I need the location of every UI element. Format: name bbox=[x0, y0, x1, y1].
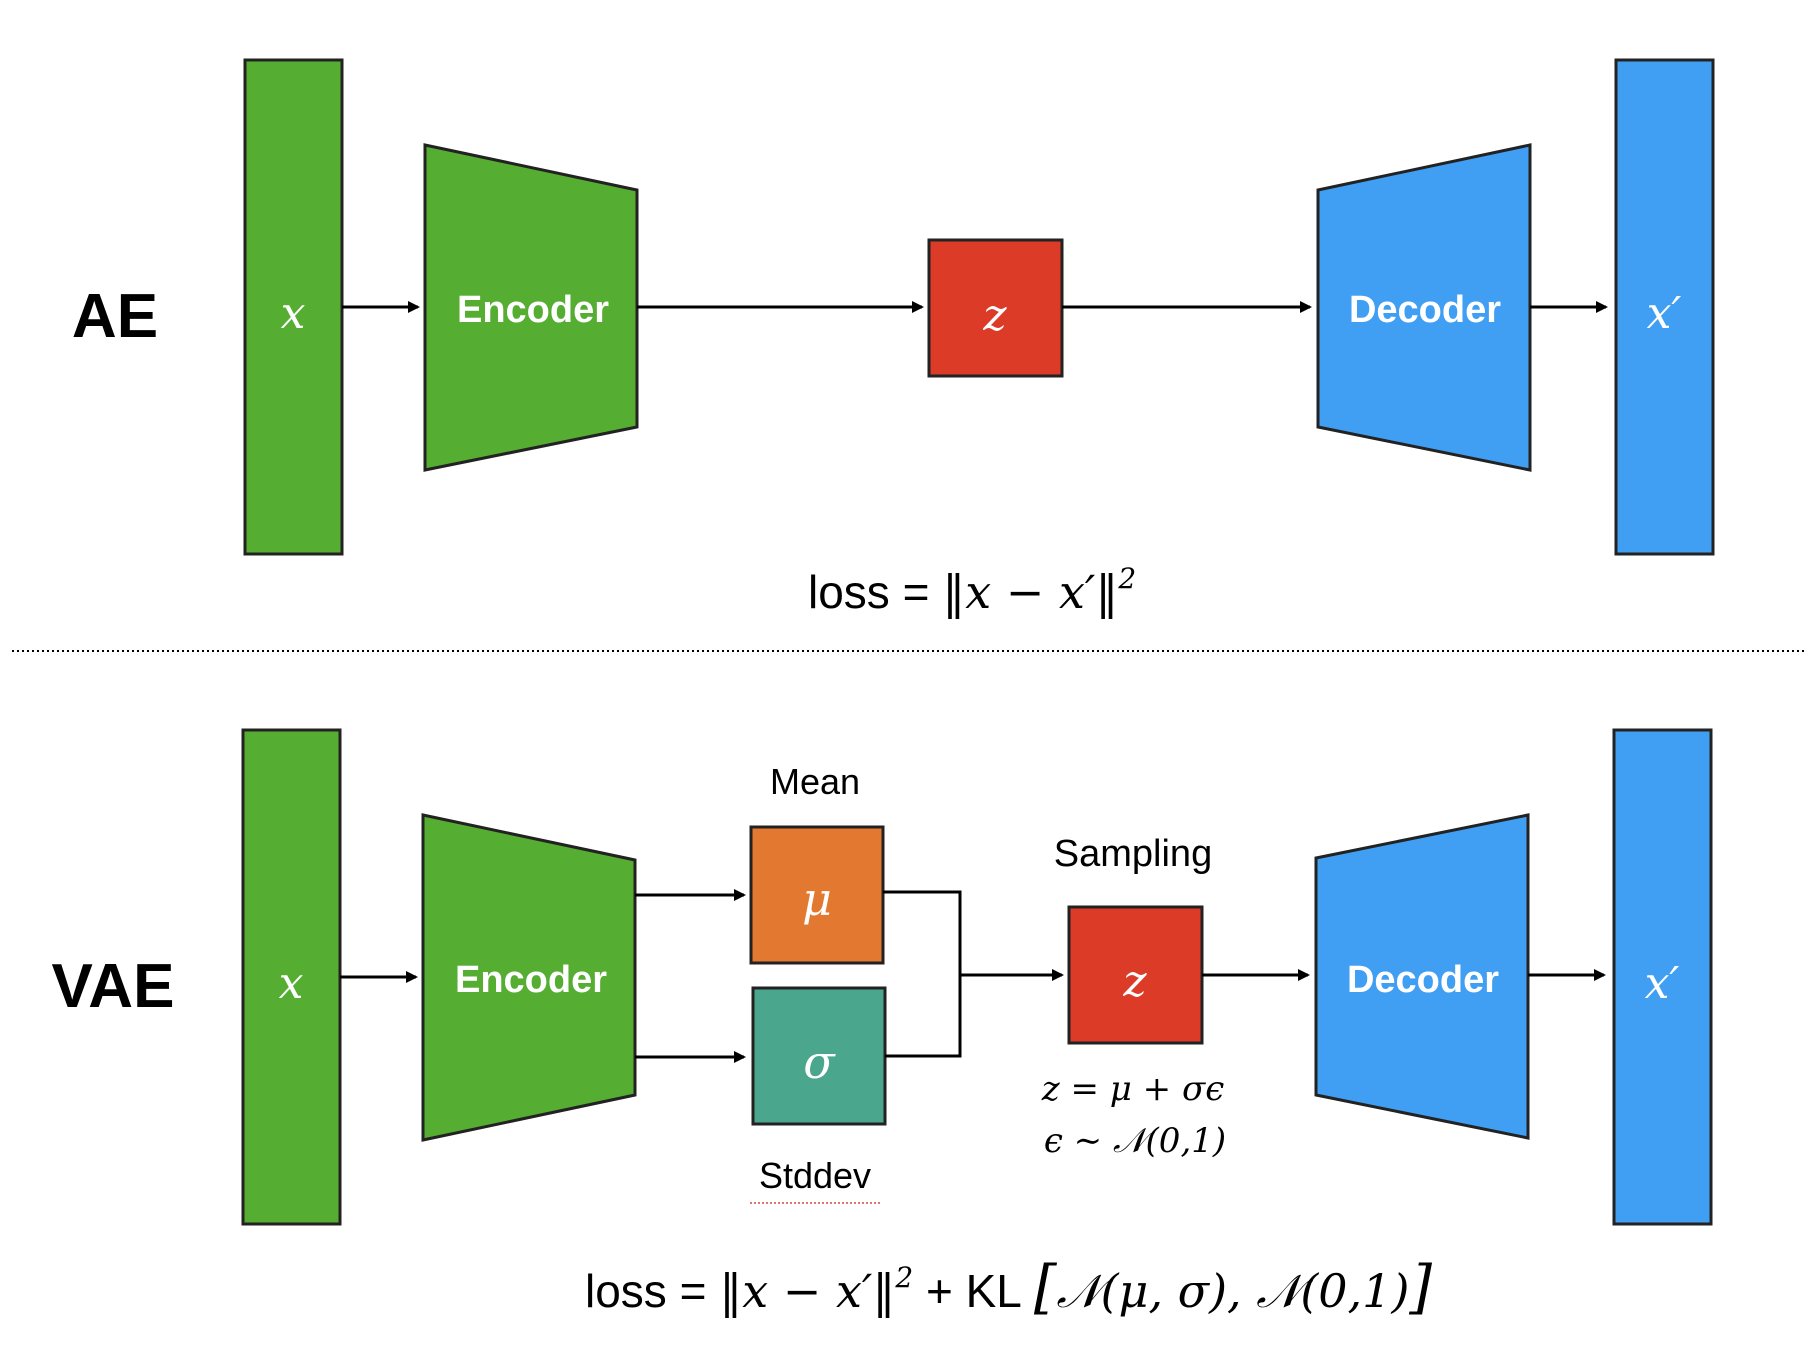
ae-encoder-shape bbox=[423, 143, 639, 472]
vae-loss-bracket-close: ] bbox=[1408, 1253, 1432, 1321]
vae-section: VAE x Encoder Mean μ σ Stddev Sampling z… bbox=[52, 728, 1713, 1321]
vae-decoder-shape bbox=[1314, 813, 1530, 1140]
vae-encoder-shape bbox=[421, 813, 637, 1142]
vae-std-label: Stddev bbox=[759, 1155, 871, 1196]
vae-loss-plus: + KL bbox=[913, 1265, 1022, 1317]
ae-loss-formula: loss = ‖x − x′‖2 bbox=[808, 562, 1136, 619]
vae-decoder-label: Decoder bbox=[1347, 959, 1499, 1001]
vae-encoder-label: Encoder bbox=[455, 959, 607, 1001]
vae-mean-block bbox=[749, 825, 885, 965]
vae-latent-block bbox=[1067, 905, 1204, 1045]
ae-loss-sup: 2 bbox=[1117, 562, 1136, 595]
ae-decoder-label: Decoder bbox=[1349, 289, 1501, 331]
ae-input-label: x bbox=[281, 288, 306, 339]
vae-output-block bbox=[1612, 728, 1713, 1226]
vae-mean-label: Mean bbox=[770, 761, 860, 802]
ae-title: AE bbox=[72, 282, 158, 351]
vae-loss-kl: 𝒩(μ, σ), 𝒩(0,1) bbox=[1057, 1264, 1410, 1318]
vae-loss-math: ‖x − x′‖ bbox=[719, 1264, 895, 1318]
ae-output-label: x′ bbox=[1647, 288, 1682, 339]
ae-loss-prefix: loss = bbox=[808, 566, 942, 618]
vae-mean-symbol: μ bbox=[802, 872, 832, 926]
vae-sampling-eq1: z = μ + σϵ bbox=[1041, 1069, 1224, 1109]
ae-loss-math: ‖x − x′‖ bbox=[942, 565, 1118, 619]
vae-loss-formula: loss = ‖x − x′‖2 + KL[𝒩(μ, σ), 𝒩(0,1)] bbox=[585, 1253, 1432, 1321]
ae-output-block bbox=[1614, 58, 1715, 556]
vae-loss-bracket-open: [ bbox=[1034, 1253, 1058, 1321]
vae-input-block bbox=[241, 728, 342, 1226]
ae-input-block bbox=[243, 58, 344, 556]
vae-std-symbol: σ bbox=[803, 1035, 836, 1089]
vae-output-label: x′ bbox=[1645, 958, 1680, 1009]
vae-sampling-label: Sampling bbox=[1054, 833, 1212, 875]
ae-section: AE x Encoder z Decoder x′ loss = ‖x − x′… bbox=[72, 58, 1715, 619]
vae-input-label: x bbox=[279, 958, 304, 1009]
vae-latent-label: z bbox=[1122, 956, 1147, 1007]
ae-latent-label: z bbox=[982, 290, 1007, 341]
vae-loss-prefix: loss = bbox=[585, 1265, 719, 1317]
ae-encoder-label: Encoder bbox=[457, 289, 609, 331]
ae-decoder-shape bbox=[1316, 143, 1532, 472]
vae-merge-connector bbox=[883, 890, 962, 1058]
vae-title: VAE bbox=[52, 952, 175, 1021]
vae-sampling-eq2: ϵ ∼ 𝒩(0,1) bbox=[1044, 1121, 1226, 1161]
vae-loss-sup: 2 bbox=[894, 1261, 913, 1294]
